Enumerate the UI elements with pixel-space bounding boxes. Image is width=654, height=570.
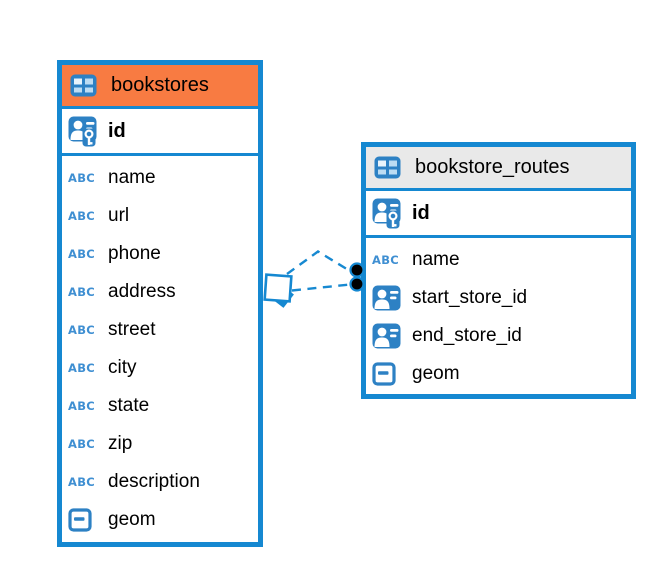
column-name: name [108,167,156,188]
column-name: geom [108,509,156,530]
primary-key-icon [372,198,405,229]
column-name: url [108,205,130,226]
column-name: address [108,281,176,302]
text-type-icon: ABC [68,209,96,223]
column-name: end_store_id [412,325,522,346]
column-name: state [108,395,150,416]
column-name: start_store_id [412,287,528,308]
column-list: ABC name start_store_id end_store_id geom [366,238,631,394]
relationship-line-upper[interactable] [286,250,351,275]
column-type-icon-slot: ABC [372,253,405,267]
geometry-type-icon [372,362,396,386]
column-row[interactable]: ABC phone [68,235,258,273]
text-type-icon: ABC [68,247,96,261]
text-type-icon: ABC [68,437,96,451]
table-bookstore-routes[interactable]: bookstore_routes id ABC name start_store_… [361,142,636,399]
text-type-icon: ABC [68,171,96,185]
primary-key-icon [68,116,101,147]
geometry-type-icon [68,508,92,532]
column-row[interactable]: ABC name [68,159,258,197]
primary-key-name: id [108,119,126,142]
column-type-icon-slot [372,362,405,386]
column-type-icon-slot: ABC [68,247,101,261]
column-row[interactable]: start_store_id [372,279,631,317]
column-type-icon-slot: ABC [68,475,101,489]
reference-type-icon [372,323,401,349]
column-row[interactable]: end_store_id [372,317,631,355]
column-row[interactable]: ABC address [68,273,258,311]
primary-key-row[interactable]: id [62,109,258,156]
column-name: name [412,249,460,270]
relationship-line-lower[interactable] [291,283,351,292]
column-name: description [108,471,200,492]
table-icon [70,74,103,97]
relationship-diamond-endpoint[interactable] [263,273,293,303]
column-row[interactable]: ABC state [68,387,258,425]
column-name: zip [108,433,133,454]
table-title: bookstore_routes [415,156,570,178]
column-row[interactable]: ABC street [68,311,258,349]
column-type-icon-slot [372,323,405,349]
column-type-icon-slot: ABC [68,437,101,451]
column-type-icon-slot: ABC [68,171,101,185]
primary-key-row[interactable]: id [366,191,631,238]
column-type-icon-slot: ABC [68,285,101,299]
column-name: street [108,319,156,340]
column-name: city [108,357,137,378]
table-icon [374,156,407,179]
text-type-icon: ABC [68,361,96,375]
column-row[interactable]: ABC name [372,241,631,279]
table-header[interactable]: bookstores [62,65,258,109]
column-type-icon-slot: ABC [68,399,101,413]
column-row[interactable]: geom [68,501,258,539]
column-type-icon-slot: ABC [68,323,101,337]
column-row[interactable]: ABC description [68,463,258,501]
table-header[interactable]: bookstore_routes [366,147,631,191]
table-title: bookstores [111,74,209,96]
column-type-icon-slot [68,508,101,532]
text-type-icon: ABC [68,475,96,489]
text-type-icon: ABC [68,399,96,413]
relationship-diamond-endpoint-back[interactable] [270,284,294,308]
column-row[interactable]: geom [372,355,631,393]
column-type-icon-slot: ABC [68,209,101,223]
column-type-icon-slot [372,285,405,311]
primary-key-name: id [412,201,430,224]
column-row[interactable]: ABC city [68,349,258,387]
text-type-icon: ABC [68,285,96,299]
column-row[interactable]: ABC zip [68,425,258,463]
reference-type-icon [372,285,401,311]
column-row[interactable]: ABC url [68,197,258,235]
column-name: phone [108,243,161,264]
column-name: geom [412,363,460,384]
column-type-icon-slot: ABC [68,361,101,375]
text-type-icon: ABC [372,253,400,267]
text-type-icon: ABC [68,323,96,337]
